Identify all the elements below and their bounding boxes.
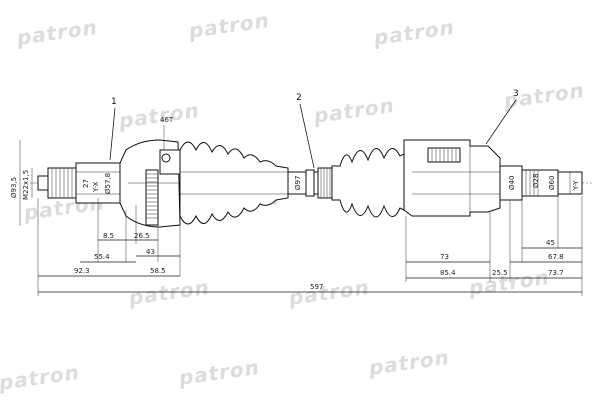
watermark: patron bbox=[186, 8, 271, 43]
dim-25-5: 25.5 bbox=[492, 269, 508, 277]
dim-58-5: 58.5 bbox=[150, 267, 166, 275]
spline-count-left: 27 bbox=[82, 179, 90, 188]
left-thread-label: M22x1,5 bbox=[22, 170, 30, 200]
watermark: patron bbox=[116, 98, 201, 133]
outer-diameter-28: Ø28 bbox=[532, 174, 540, 188]
abs-teeth-count: 46T bbox=[160, 116, 174, 124]
dim-597: 597 bbox=[310, 283, 323, 291]
dim-92-3: 92.3 bbox=[74, 267, 90, 275]
shaft bbox=[287, 167, 333, 199]
inner-tripod-joint bbox=[403, 139, 501, 217]
joint-section-b: Y-Y bbox=[572, 180, 580, 191]
dim-43: 43 bbox=[146, 248, 155, 256]
dim-73: 73 bbox=[440, 253, 449, 261]
inner-boot bbox=[331, 148, 413, 218]
outer-diameter-40: Ø40 bbox=[508, 176, 516, 190]
dim-73-7: 73.7 bbox=[548, 269, 564, 277]
left-stub bbox=[37, 162, 121, 204]
watermark: patron bbox=[126, 275, 211, 310]
right-stub bbox=[499, 165, 583, 201]
outer-cv-joint bbox=[119, 139, 181, 228]
watermark: patron bbox=[366, 345, 451, 380]
dim-45: 45 bbox=[546, 239, 555, 247]
callout-1: 1 bbox=[109, 97, 117, 161]
dim-67-8: 67.8 bbox=[548, 253, 564, 261]
watermark: patron bbox=[311, 93, 396, 128]
watermark: patron bbox=[286, 275, 371, 310]
outer-boot bbox=[179, 141, 289, 225]
teeth-label: 46T bbox=[160, 116, 174, 150]
watermark: patron bbox=[0, 360, 81, 395]
joint-diameter-label: Ø57,8 bbox=[104, 173, 112, 194]
dim-26-5: 26.5 bbox=[134, 232, 150, 240]
callout-label: 3 bbox=[513, 89, 519, 99]
outer-diameter-60: Ø60 bbox=[548, 176, 556, 190]
shaft-diameter-label: Ø97 bbox=[294, 176, 302, 190]
left-diameter-lines bbox=[19, 140, 33, 226]
callout-2: 2 bbox=[296, 93, 315, 169]
right-dimensions: 73 45 67.8 85.4 25.5 73.7 bbox=[405, 196, 582, 282]
dim-8-5: 8.5 bbox=[103, 232, 114, 240]
dim-55-4: 55.4 bbox=[94, 253, 110, 261]
callout-label: 2 bbox=[296, 93, 302, 103]
watermark: patron bbox=[14, 15, 99, 50]
left-diameter-label: Ø93,5 bbox=[10, 177, 18, 198]
overall-dimension: 597 bbox=[38, 196, 583, 296]
callout-3: 3 bbox=[485, 89, 519, 145]
joint-section-a: Y-X bbox=[92, 181, 100, 193]
watermark: patron bbox=[176, 355, 261, 390]
watermark: patron bbox=[466, 265, 551, 300]
left-dimensions: 8.5 26.5 43 55.4 92.3 58.5 bbox=[37, 198, 181, 296]
callout-label: 1 bbox=[111, 97, 117, 107]
watermark: patron bbox=[371, 15, 456, 50]
dim-85-4: 85.4 bbox=[440, 269, 456, 277]
